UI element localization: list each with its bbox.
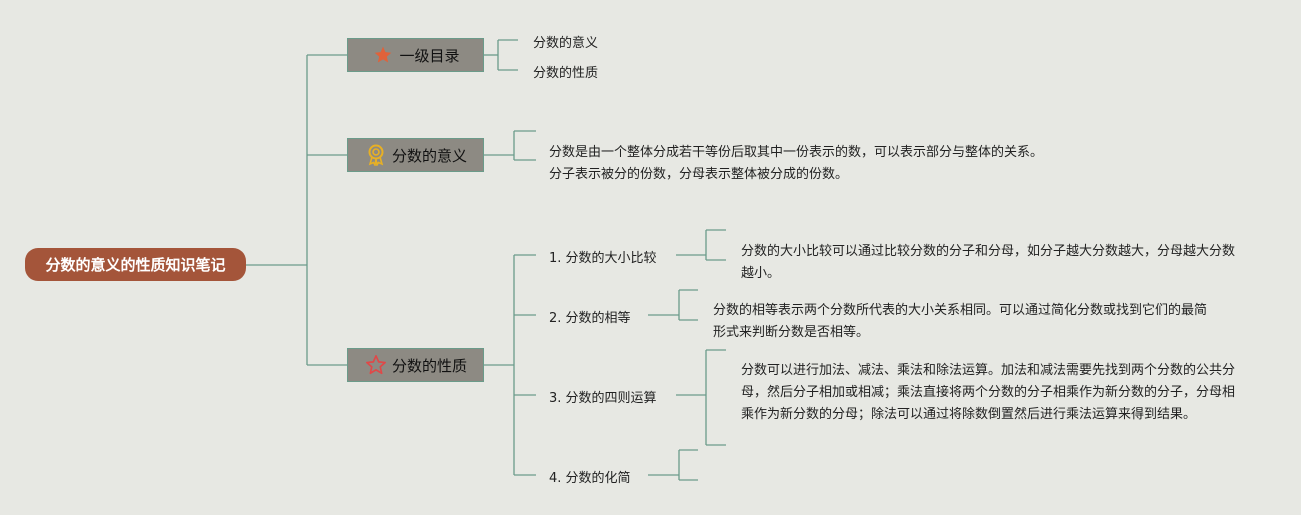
award-medal-icon <box>364 143 388 167</box>
topic-equal[interactable]: 2. 分数的相等 <box>549 311 631 326</box>
topic-compare-text: 分数的大小比较可以通过比较分数的分子和分母，如分子越大分数越大，分母越大分数越小… <box>741 244 1236 281</box>
branch-node-toc[interactable]: 一级目录 <box>347 38 484 72</box>
topic-compare[interactable]: 1. 分数的大小比较 <box>549 251 657 266</box>
star-icon <box>371 43 395 67</box>
topic-operations[interactable]: 3. 分数的四则运算 <box>549 391 657 406</box>
root-label: 分数的意义的性质知识笔记 <box>45 256 226 274</box>
branch-label: 分数的意义 <box>391 146 467 165</box>
branch-node-properties[interactable]: 分数的性质 <box>347 348 484 382</box>
branch-label: 分数的性质 <box>391 356 467 375</box>
branch-node-meaning[interactable]: 分数的意义 <box>347 138 484 172</box>
toc-item[interactable]: 分数的性质 <box>533 66 599 81</box>
topic-simplify[interactable]: 4. 分数的化简 <box>549 471 631 486</box>
topic-operations-text: 分数可以进行加法、减法、乘法和除法运算。加法和减法需要先找到两个分数的公共分母，… <box>741 363 1236 422</box>
topic-equal-text: 分数的相等表示两个分数所代表的大小关系相同。可以通过简化分数或找到它们的最简形式… <box>713 303 1208 340</box>
star-outline-icon <box>364 353 388 377</box>
root-node[interactable]: 分数的意义的性质知识笔记 <box>25 248 246 281</box>
toc-item[interactable]: 分数的意义 <box>533 36 599 51</box>
meaning-paragraph: 分数是由一个整体分成若干等份后取其中一份表示的数，可以表示部分与整体的关系。分子… <box>549 145 1044 182</box>
branch-label: 一级目录 <box>399 46 460 65</box>
